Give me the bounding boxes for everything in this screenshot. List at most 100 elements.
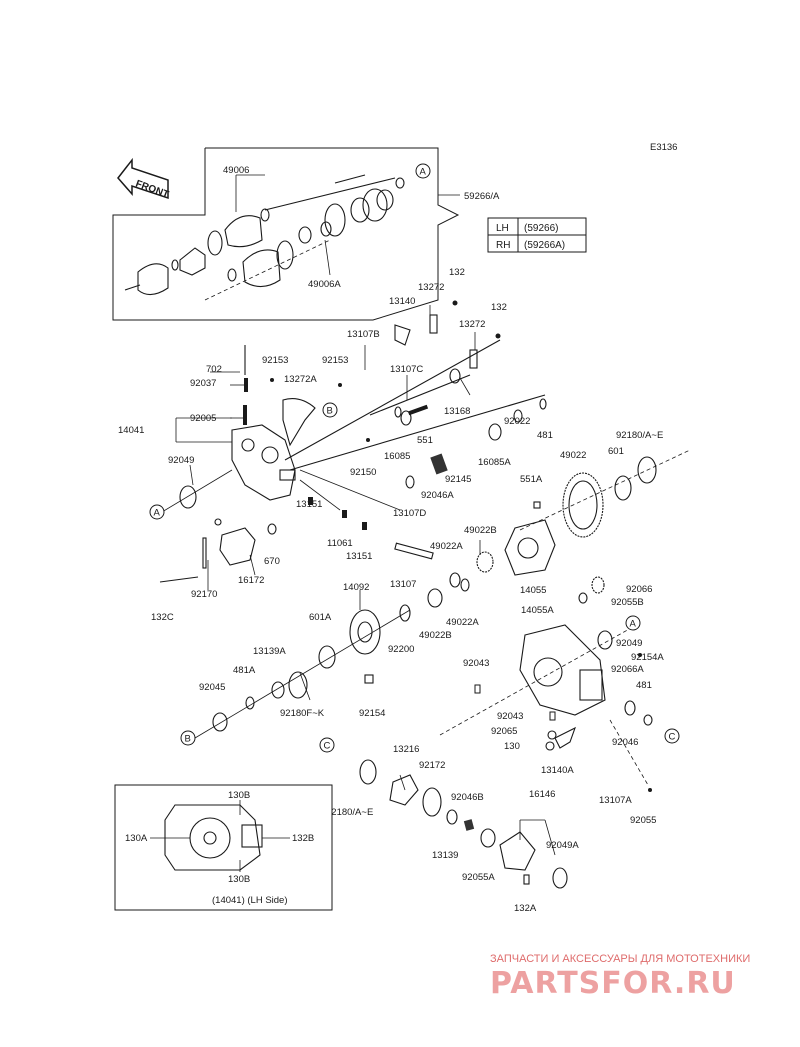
callout-A2: A — [149, 504, 165, 520]
watermark-top: ЗАПЧАСТИ И АКСЕССУАРЫ ДЛЯ МОТОТЕХНИКИ — [490, 953, 750, 965]
inset-132B: 132B — [292, 833, 314, 844]
part-13151-a: 13151 — [296, 499, 322, 510]
part-49006: 49006 — [223, 165, 249, 176]
part-132A: 132A — [514, 903, 537, 914]
part-92066: 92066 — [626, 584, 652, 595]
part-132C: 132C — [151, 612, 174, 623]
side-table: LH (59266) RH (59266A) — [487, 217, 587, 253]
part-16172: 16172 — [238, 575, 264, 586]
part-132-a: 132 — [449, 267, 465, 278]
part-481-a: 481 — [537, 430, 553, 441]
svg-text:A: A — [154, 508, 161, 519]
table-lh-code: (59266) — [524, 223, 558, 234]
part-132-b: 132 — [491, 302, 507, 313]
part-92005: 92005 — [190, 413, 216, 424]
watermark: ЗАПЧАСТИ И АКСЕССУАРЫ ДЛЯ МОТОТЕХНИКИ PA… — [490, 953, 750, 1001]
svg-text:A: A — [630, 619, 637, 630]
part-92055: 92055 — [630, 815, 656, 826]
part-13140: 13140 — [389, 296, 415, 307]
callout-B2: B — [180, 730, 196, 746]
diagram-code: E3136 — [650, 142, 677, 153]
callout-A3: A — [625, 615, 641, 631]
shift-linkage-group — [270, 300, 547, 489]
output-group — [359, 759, 568, 889]
part-49022B-2: 49022B — [419, 630, 452, 641]
actuator-group — [159, 518, 277, 590]
table-rh: RH — [496, 240, 510, 251]
svg-text:B: B — [185, 734, 191, 745]
part-92065: 92065 — [491, 726, 517, 737]
part-92153-b: 92153 — [322, 355, 348, 366]
part-92043-a: 92043 — [463, 658, 489, 669]
part-14055: 14055 — [520, 585, 546, 596]
part-16085A: 16085A — [478, 457, 511, 468]
part-92046: 92046 — [612, 737, 638, 748]
part-49022A: 49022A — [430, 541, 463, 552]
part-92172: 92172 — [419, 760, 445, 771]
part-92049A: 92049A — [546, 840, 579, 851]
callout-C2: C — [319, 737, 335, 753]
part-14055A: 14055A — [521, 605, 554, 616]
watermark-logo: PARTSFOR.RU — [490, 966, 736, 1001]
callout-B1: B — [322, 402, 338, 418]
inset-130B-top: 130B — [228, 790, 250, 801]
part-92154A: 92154A — [631, 652, 664, 663]
part-92180AE: 92180/A~E — [616, 430, 663, 441]
part-13107B: 13107B — [347, 329, 380, 340]
callout-C1: C — [664, 728, 680, 744]
part-13272-b: 13272 — [459, 319, 485, 330]
housing-lh-group — [161, 345, 401, 530]
part-13107: 13107 — [390, 579, 416, 590]
part-13272A: 13272A — [284, 374, 317, 385]
part-92145: 92145 — [445, 474, 471, 485]
part-13107A: 13107A — [599, 795, 632, 806]
housing-rh-group — [439, 576, 653, 792]
inset-caption: (14041) (LH Side) — [212, 895, 288, 906]
part-13139A: 13139A — [253, 646, 286, 657]
front-arrow-icon: FRONT — [117, 157, 170, 201]
part-92049-a: 92049 — [168, 455, 194, 466]
part-92180AE-2: 92180/A~E — [326, 807, 373, 818]
part-92180FK: 92180F~K — [280, 708, 325, 719]
drive-shaft-group — [112, 147, 460, 321]
part-14041: 14041 — [118, 425, 144, 436]
part-14092: 14092 — [343, 582, 369, 593]
callout-A1: A — [415, 163, 431, 179]
part-92046B: 92046B — [451, 792, 484, 803]
part-92150: 92150 — [350, 467, 376, 478]
part-601A: 601A — [309, 612, 332, 623]
inset-130B-bot: 130B — [228, 874, 250, 885]
part-92055A: 92055A — [462, 872, 495, 883]
part-92154: 92154 — [359, 708, 385, 719]
part-13139: 13139 — [432, 850, 458, 861]
differential-group — [394, 519, 556, 608]
svg-text:C: C — [324, 741, 331, 752]
ring-gear-group — [519, 449, 691, 538]
part-13168: 13168 — [444, 406, 470, 417]
part-49022A-2: 49022A — [446, 617, 479, 628]
part-481-b: 481 — [636, 680, 652, 691]
part-702: 702 — [206, 364, 222, 375]
part-92022: 92022 — [504, 416, 530, 427]
part-481A: 481A — [233, 665, 256, 676]
svg-text:B: B — [327, 406, 333, 417]
part-13107C: 13107C — [390, 364, 423, 375]
part-92049-b: 92049 — [616, 638, 642, 649]
part-92043-b: 92043 — [497, 711, 523, 722]
part-92045: 92045 — [199, 682, 225, 693]
part-13140A: 13140A — [541, 765, 574, 776]
svg-text:C: C — [669, 732, 676, 743]
part-13151-b: 13151 — [346, 551, 372, 562]
inset-130A: 130A — [125, 833, 148, 844]
flange-group — [194, 590, 411, 739]
part-49022: 49022 — [560, 450, 586, 461]
part-11061: 11061 — [327, 538, 353, 549]
part-92170: 92170 — [191, 589, 217, 600]
part-130: 130 — [504, 741, 520, 752]
part-92055B: 92055B — [611, 597, 644, 608]
part-601: 601 — [608, 446, 624, 457]
table-rh-code: (59266A) — [524, 240, 565, 251]
svg-text:A: A — [420, 167, 427, 178]
part-49006A: 49006A — [308, 279, 341, 290]
